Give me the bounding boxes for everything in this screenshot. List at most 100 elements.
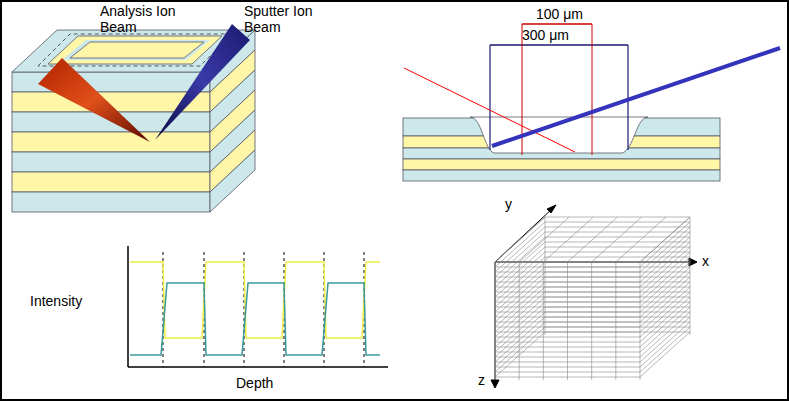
grid-stroke [545,257,690,258]
beam-label: Analysis Ion Beam [100,3,210,35]
grid-stroke [545,292,690,293]
grid-stroke [545,322,690,323]
grid-stroke [592,217,642,262]
grid-stroke [495,287,545,332]
grid-stroke [640,327,690,372]
grid-stroke [640,322,690,367]
grid-stroke [495,267,545,312]
grid-stroke [495,332,545,377]
axis-label: y [505,196,525,212]
grid-stroke [545,327,690,328]
grid-stroke [640,232,690,277]
grid-stroke [545,262,690,263]
grid-stroke [519,217,569,262]
grid-stroke [591,262,592,380]
grid-stroke [495,252,545,297]
grid-stroke [495,232,545,277]
grid-stroke [640,307,690,352]
grid-stroke [640,277,690,322]
grid-stroke [545,227,690,228]
beam-label: Sputter Ion Beam [244,3,340,35]
grid-stroke [567,262,568,380]
grid-stroke [545,232,690,233]
grid-stroke [545,217,546,335]
dimension-label: 100 μm [536,6,606,22]
grid-stroke [640,222,690,267]
grid-stroke [495,277,545,322]
grid-stroke [568,217,618,262]
grid-stroke [640,317,690,362]
grid-stroke [640,237,690,282]
grid-stroke [640,332,690,377]
grid-stroke [640,282,690,327]
axis-label: Intensity [30,293,110,309]
grid-stroke [640,217,690,262]
grid-stroke [545,277,690,278]
grid-stroke [545,307,690,308]
grid-stroke [545,287,690,288]
xyz-axes [491,205,697,388]
grid-stroke [640,247,690,292]
grid-stroke [495,257,545,302]
grid-stroke [495,327,545,372]
grid-stroke [640,292,690,337]
grid-stroke [519,262,520,380]
grid-stroke [690,217,691,335]
grid-stroke [640,267,690,312]
grid-stroke [495,297,545,342]
grid-stroke [545,272,690,273]
grid-stroke [616,217,666,262]
analysis-ion-beam [38,58,150,142]
grid-stroke [495,242,545,287]
grid-stroke [495,217,545,262]
depth-profile-chart [128,246,388,367]
axis-label: Depth [236,375,296,391]
grid-stroke [495,292,545,337]
axis-label: x [702,253,722,269]
sputter-ion-beam [155,24,250,140]
grid-stroke [495,227,545,272]
grid-stroke [545,222,690,223]
grid-stroke [640,262,690,307]
grid-stroke [495,262,496,380]
grid-stroke [495,262,545,307]
grid-stroke [495,312,545,357]
grid-stroke [615,262,616,380]
grid-stroke [640,252,690,297]
grid-stroke [545,302,690,303]
grid-stroke [495,282,545,327]
grid-stroke [545,252,690,253]
grid-stroke [545,297,690,298]
crater-cross-section [403,24,780,181]
dimension-label: 300 μm [522,27,602,43]
grid-stroke [543,262,544,380]
grid-stroke [545,267,690,268]
grid-stroke [640,287,690,332]
axis-label: z [478,372,498,388]
grid-stroke [545,332,690,333]
grid-stroke [495,307,545,352]
grid-stroke [495,302,545,347]
grid-stroke [640,217,690,262]
grid-stroke [545,247,690,248]
grid-stroke [543,217,593,262]
grid-stroke [545,317,690,318]
grid-stroke [545,282,690,283]
grid-stroke [640,312,690,357]
grid-stroke [545,242,690,243]
grid-stroke [640,262,641,380]
grid-stroke [640,297,690,342]
grid-stroke [640,272,690,317]
grid-stroke [495,217,545,262]
grid-stroke [640,257,690,302]
grid-stroke [495,317,545,362]
grid-stroke [495,272,545,317]
grid-stroke [640,302,690,347]
grid-stroke [495,222,545,267]
grid-stroke [545,312,690,313]
grid-stroke [640,242,690,287]
